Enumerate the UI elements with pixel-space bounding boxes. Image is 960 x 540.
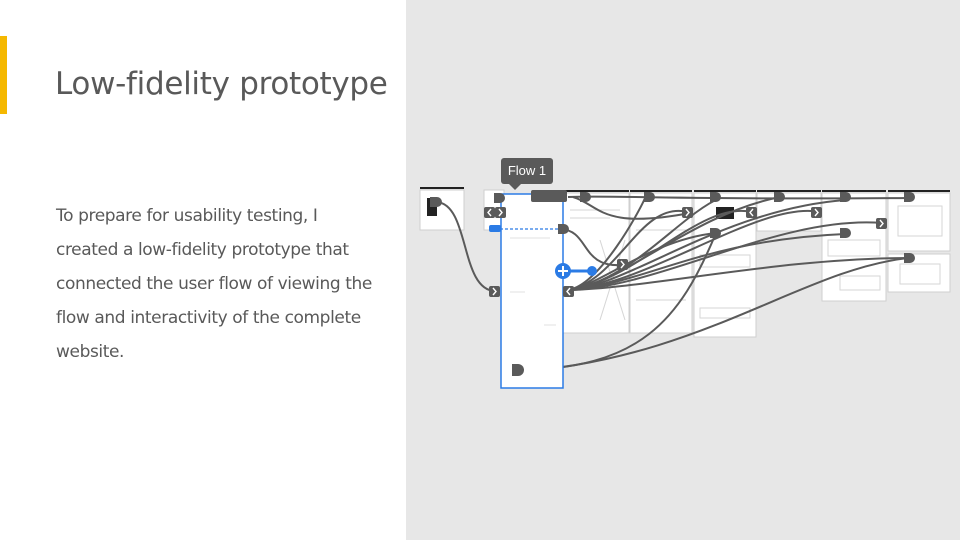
arrow-icon [811, 207, 822, 218]
accent-bar [0, 36, 7, 114]
arrow-icon [876, 218, 887, 229]
flow-label-badge[interactable]: Flow 1 [501, 158, 553, 190]
arrow-icon [563, 286, 574, 297]
artboard-page-7 [887, 192, 951, 252]
arrow-icon [682, 207, 693, 218]
arrow-icon [495, 207, 506, 218]
selection-handle [489, 225, 501, 232]
arrow-icon [484, 207, 495, 218]
flow-start-plug [531, 190, 567, 202]
arrow-icon [617, 259, 628, 270]
drag-wire-end [587, 266, 597, 276]
selected-artboard [500, 193, 564, 389]
flow-connections [436, 195, 911, 373]
slide-body-text: To prepare for usability testing, I crea… [56, 206, 372, 362]
arrow-icon [746, 207, 757, 218]
artboard-page-6 [821, 192, 887, 302]
plug-connectors [430, 190, 915, 376]
arrow-badges [484, 207, 887, 297]
slide-title: Low-fidelity prototype [55, 66, 388, 102]
arrow-icon [489, 286, 500, 297]
prototype-canvas [419, 187, 951, 389]
bottom-plug [512, 364, 524, 376]
